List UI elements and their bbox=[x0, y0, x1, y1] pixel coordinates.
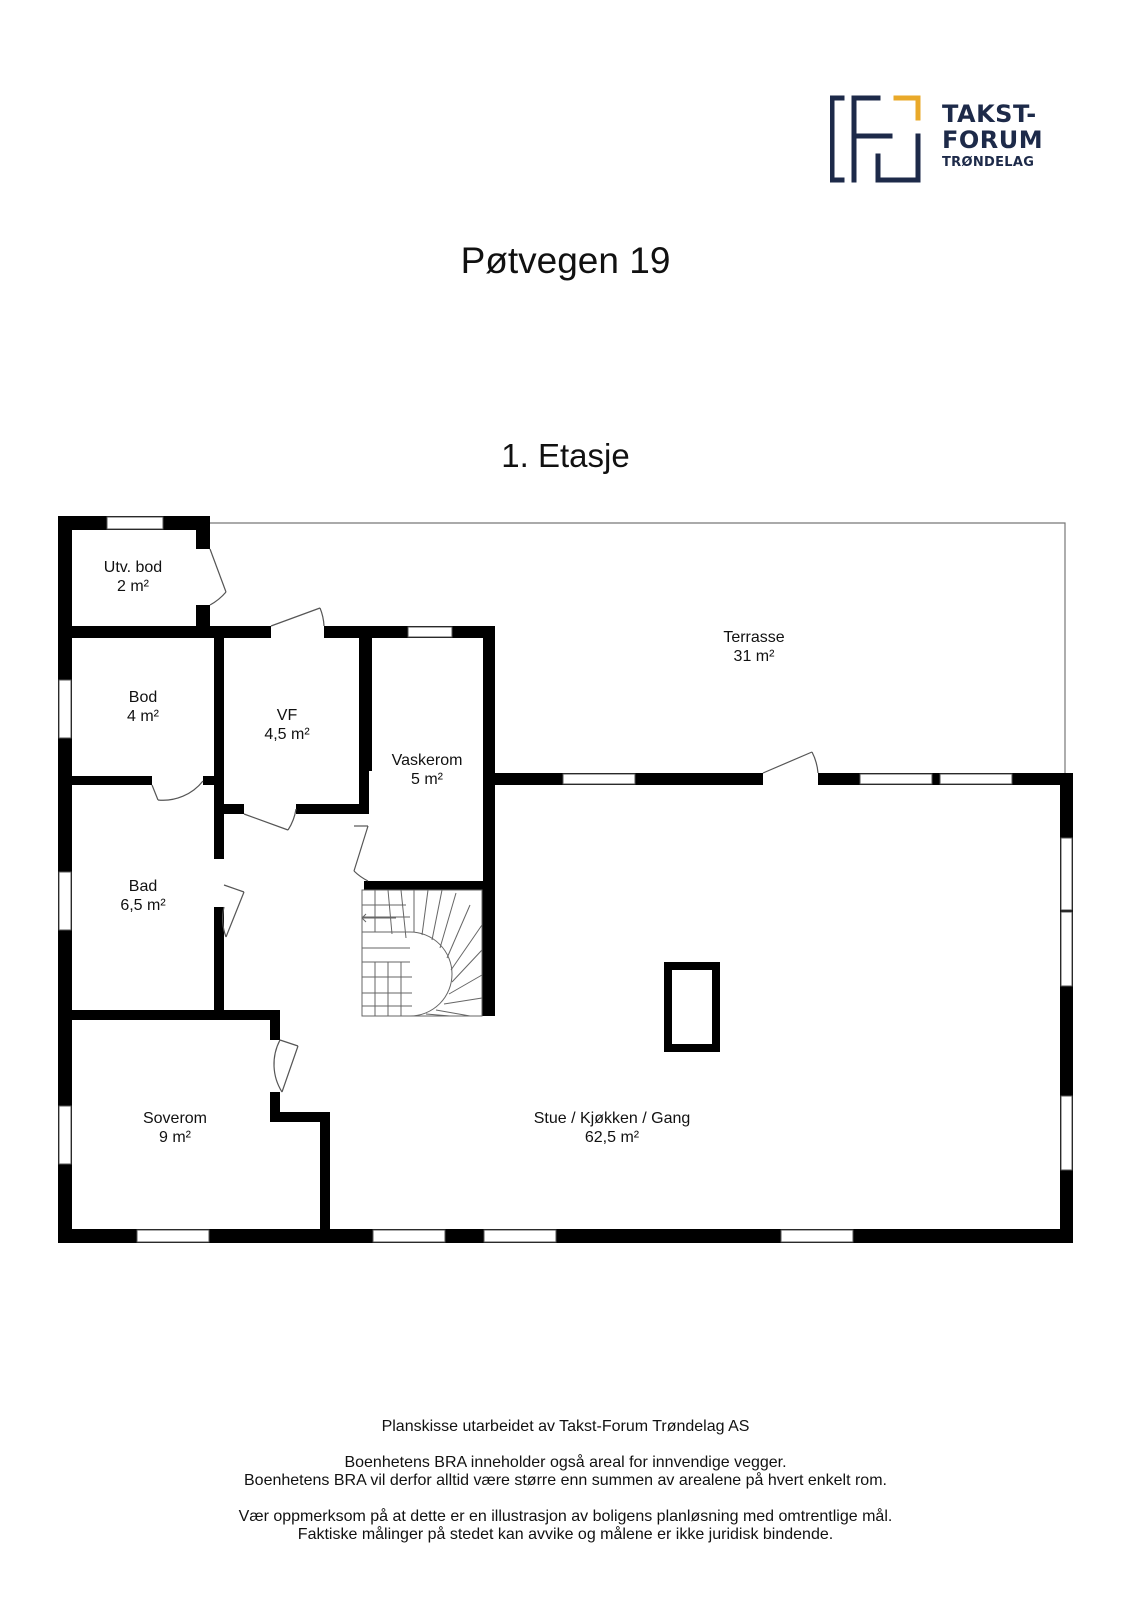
room-bad: Bad 6,5 m² bbox=[43, 877, 243, 915]
room-area: 9 m² bbox=[159, 1129, 191, 1146]
floor-title: 1. Etasje bbox=[501, 437, 630, 474]
room-name: Vaskerom bbox=[391, 752, 463, 769]
room-area: 6,5 m² bbox=[120, 897, 166, 914]
footer-disclaimer-1: Vær oppmerksom på at dette er en illustr… bbox=[238, 1508, 893, 1525]
windows bbox=[58, 516, 1073, 1243]
room-name: VF bbox=[276, 707, 298, 724]
logo-wordmark: TAKST- FORUM TRØNDELAG bbox=[942, 102, 1043, 169]
logo-text-line1: TAKST- bbox=[942, 100, 1037, 128]
room-name: Bad bbox=[128, 878, 158, 895]
room-vaskerom: Vaskerom 5 m² bbox=[327, 751, 527, 789]
room-area: 2 m² bbox=[117, 578, 149, 595]
room-vf: VF 4,5 m² bbox=[187, 706, 387, 744]
room-soverom: Soverom 9 m² bbox=[75, 1109, 275, 1147]
terrace-outline bbox=[205, 522, 1066, 773]
page-title: Pøtvegen 19 bbox=[460, 240, 671, 281]
room-name: Bod bbox=[128, 689, 158, 706]
room-area: 62,5 m² bbox=[584, 1129, 640, 1146]
room-name: Terrasse bbox=[723, 629, 785, 646]
logo-mark-icon bbox=[829, 95, 921, 183]
room-stue-kjokken-gang: Stue / Kjøkken / Gang 62,5 m² bbox=[512, 1109, 712, 1147]
room-name: Soverom bbox=[142, 1110, 208, 1127]
footer-bra-note-2: Boenhetens BRA vil derfor alltid være st… bbox=[244, 1472, 887, 1489]
takst-forum-logo: TAKST- FORUM TRØNDELAG bbox=[829, 94, 1050, 186]
room-name: Stue / Kjøkken / Gang bbox=[533, 1110, 691, 1127]
room-area: 31 m² bbox=[733, 648, 775, 665]
room-name: Utv. bod bbox=[103, 559, 163, 576]
logo-text-line3: TRØNDELAG bbox=[942, 155, 1035, 170]
room-area: 4,5 m² bbox=[264, 726, 310, 743]
room-area: 5 m² bbox=[411, 771, 443, 788]
staircase bbox=[361, 889, 483, 1017]
doors bbox=[151, 548, 819, 1093]
footer-bra-note-1: Boenhetens BRA inneholder også areal for… bbox=[344, 1454, 787, 1471]
room-terrasse: Terrasse 31 m² bbox=[654, 628, 854, 666]
room-bod: Bod 4 m² bbox=[43, 688, 243, 726]
logo-text-line2: FORUM bbox=[942, 126, 1044, 154]
room-area: 4 m² bbox=[127, 708, 159, 725]
room-utv-bod: Utv. bod 2 m² bbox=[33, 558, 233, 596]
footer-disclaimer-2: Faktiske målinger på stedet kan avvike o… bbox=[297, 1526, 834, 1543]
footer-credit: Planskisse utarbeidet av Takst-Forum Trø… bbox=[381, 1418, 750, 1435]
